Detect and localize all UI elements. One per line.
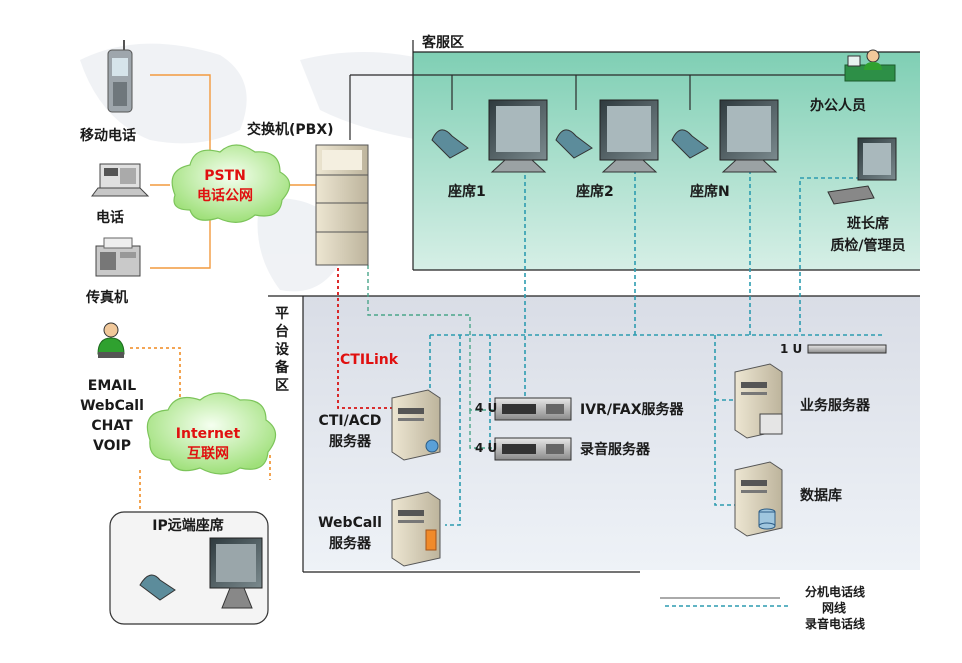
seat-1-workstation: [431, 99, 548, 173]
svg-text:区: 区: [275, 378, 289, 394]
platform-zone-label: 平 台 设 备 区: [274, 306, 290, 394]
webcall-server-subtitle: 服务器: [329, 535, 372, 552]
channel-webcall: WebCall: [80, 398, 144, 414]
internet-cloud: [146, 392, 277, 475]
cti-acd-server-icon: [391, 389, 441, 461]
seat-2-label: 座席2: [576, 183, 614, 200]
seat-n-workstation: [671, 99, 779, 173]
desk-phone-icon: [91, 163, 150, 197]
rack-device-icon: [807, 344, 887, 354]
cti-server-title: CTI/ACD: [319, 413, 382, 429]
business-server-icon: [734, 363, 783, 439]
pstn-cloud-subtitle: 电话公网: [197, 187, 253, 204]
seat-1-label: 座席1: [448, 183, 486, 200]
webcall-server-icon: [391, 491, 441, 567]
pbx-label: 交换机(PBX): [247, 121, 334, 138]
rack-device-size: 1 U: [780, 342, 802, 356]
fax-machine-label: 传真机: [85, 289, 128, 306]
pbx-switch-icon: [315, 144, 369, 266]
recording-server-label: 录音服务器: [580, 441, 651, 458]
channel-voip: VOIP: [93, 438, 131, 454]
cti-server-subtitle: 服务器: [329, 433, 372, 450]
ivr-fax-server-icon: [494, 397, 572, 421]
remote-seat-label: IP远端座席: [152, 517, 223, 534]
svg-text:备: 备: [274, 359, 290, 376]
webcall-server-title: WebCall: [318, 515, 382, 531]
recorder-rack-size: 4 U: [475, 441, 497, 455]
internet-cloud-title: Internet: [176, 426, 241, 442]
legend-recording-line: 录音电话线: [805, 616, 865, 631]
business-server-label: 业务服务器: [800, 397, 871, 414]
legend-extension-line: 分机电话线: [805, 584, 865, 599]
seat-n-label: 座席N: [690, 183, 730, 200]
pstn-cloud: [171, 144, 291, 223]
ivr-fax-server-label: IVR/FAX服务器: [580, 401, 685, 418]
supervisor-label: 班长席: [847, 215, 889, 232]
office-staff-label: 办公人员: [810, 97, 866, 114]
ivr-rack-size: 4 U: [475, 401, 497, 415]
office-staff-icon: [844, 49, 896, 82]
channel-chat: CHAT: [91, 418, 133, 434]
customer-person-icon: [97, 322, 125, 358]
svg-text:台: 台: [275, 323, 289, 340]
ctilink-label: CTILink: [340, 352, 399, 368]
remote-seat-panel: [109, 511, 269, 625]
customer-service-zone: [413, 52, 920, 270]
recording-server-icon: [494, 437, 572, 461]
legend-network-line: 网线: [822, 600, 846, 615]
pstn-cloud-title: PSTN: [204, 168, 246, 184]
database-server-icon: [734, 461, 783, 537]
extension-lines: [349, 65, 878, 599]
fax-machine-icon: [95, 237, 141, 277]
internet-cloud-subtitle: 互联网: [187, 446, 229, 462]
database-label: 数据库: [800, 487, 842, 504]
channel-list: EMAIL WebCall CHAT VOIP: [80, 378, 144, 454]
customer-service-zone-label: 客服区: [421, 34, 464, 51]
supervisor-workstation: [827, 137, 897, 205]
svg-text:设: 设: [275, 342, 290, 358]
legend: 分机电话线 网线 录音电话线: [665, 584, 865, 631]
channel-email: EMAIL: [88, 378, 137, 394]
desk-phone-label: 电话: [96, 209, 124, 226]
mobile-phone-icon: [107, 40, 133, 113]
seat-2-workstation: [555, 99, 659, 173]
qa-manager-label: 质检/管理员: [830, 237, 905, 254]
svg-text:平: 平: [275, 306, 289, 322]
mobile-phone-label: 移动电话: [80, 127, 136, 144]
